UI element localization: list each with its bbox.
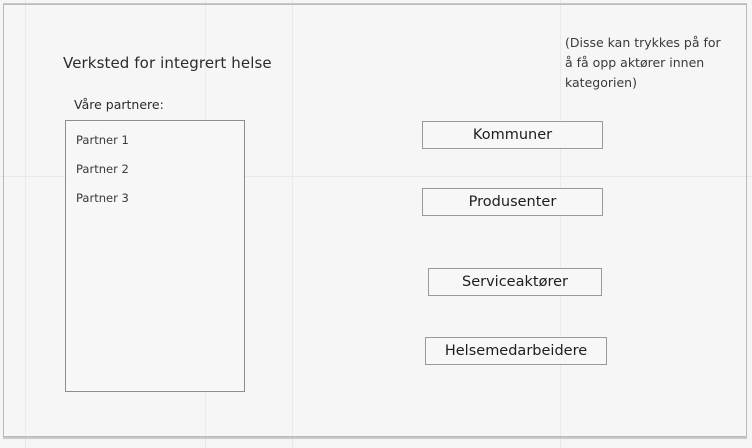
page-title: Verksted for integrert helse [63, 54, 272, 72]
frame-bottom-accent [3, 437, 747, 439]
partners-list-box: Partner 1 Partner 2 Partner 3 [65, 120, 245, 392]
list-item[interactable]: Partner 3 [76, 191, 129, 205]
list-item[interactable]: Partner 1 [76, 133, 129, 147]
category-hint-note: (Disse kan trykkes på for å få opp aktør… [565, 35, 721, 90]
category-button-kommuner[interactable]: Kommuner [422, 121, 603, 149]
category-button-produsenter[interactable]: Produsenter [422, 188, 603, 216]
partners-label: Våre partnere: [74, 97, 164, 112]
category-button-helsemedarbeidere[interactable]: Helsemedarbeidere [425, 337, 607, 365]
list-item[interactable]: Partner 2 [76, 162, 129, 176]
category-button-serviceaktorer[interactable]: Serviceaktører [428, 268, 602, 296]
